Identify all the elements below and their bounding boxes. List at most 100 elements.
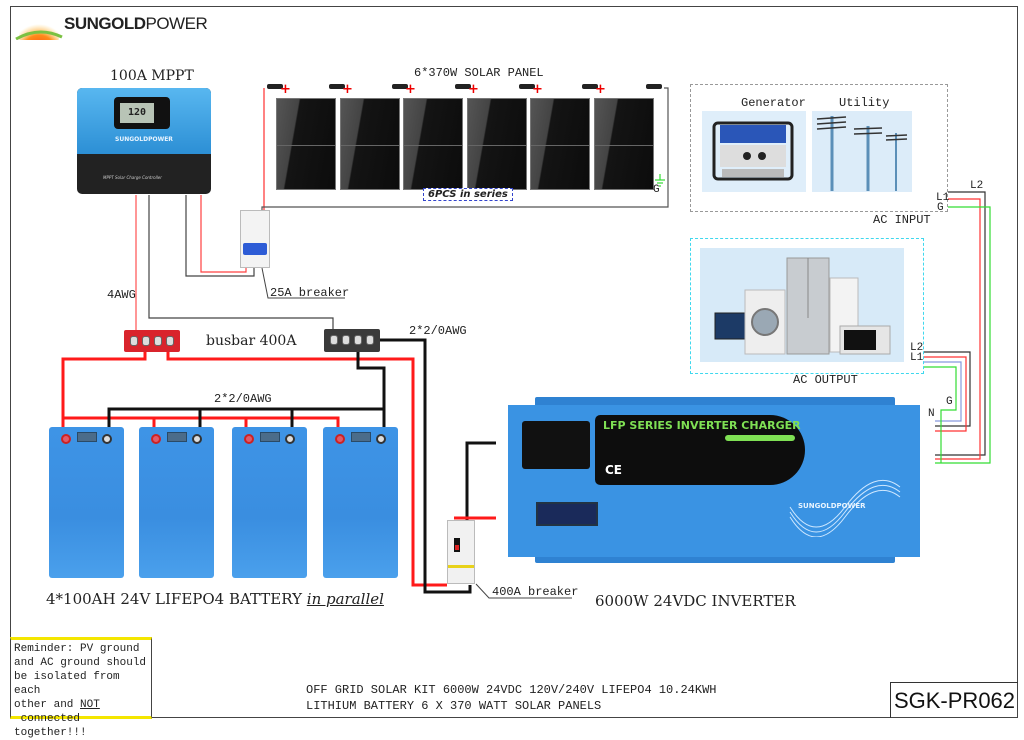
controller-title: 100A MPPT: [110, 68, 194, 84]
lifepo4-battery: [323, 427, 398, 578]
ac-input-l1-label: L1: [936, 192, 950, 204]
series-note: 6PCS in series: [423, 188, 513, 201]
reminder-line: and AC ground should: [14, 657, 147, 669]
ac-output-box: [690, 238, 924, 374]
reminder-emphasis: NOT: [80, 699, 100, 711]
ac-output-l1-wire: [924, 356, 967, 432]
ac-input-g-wire: [935, 206, 991, 464]
home-appliances-icon: [714, 257, 891, 355]
lifepo4-battery: [232, 427, 307, 578]
plus-icon: +: [595, 82, 606, 97]
breaker-switch: [243, 243, 267, 255]
solar-panel: [467, 98, 527, 190]
inverter-lcd: [536, 502, 598, 526]
battery-label-emphasis: in parallel: [306, 590, 384, 608]
footer-line-1: OFF GRID SOLAR KIT 6000W 24VDC 120V/240V…: [306, 683, 717, 697]
ac-input-l2-wire: [935, 191, 986, 456]
inverter-brand: SUNGOLDPOWER: [798, 502, 866, 510]
lifepo4-battery: [139, 427, 214, 578]
reminder-line: be isolated from each: [14, 671, 120, 697]
solar-panel: [403, 98, 463, 190]
breaker-neg-to-inverter: [465, 441, 496, 522]
reminder-note: Reminder: PV ground and AC ground should…: [10, 637, 152, 739]
footer-line-2: LITHIUM BATTERY 6 X 370 WATT SOLAR PANEL…: [306, 699, 602, 713]
reminder-line: Reminder: PV ground: [14, 643, 140, 655]
brand-name-bold: SUNGOLD: [64, 14, 146, 33]
busbar-pos-left: [61, 352, 147, 430]
mc4-connector-icon: [455, 84, 471, 89]
solar-title: 6*370W SOLAR PANEL: [414, 66, 544, 80]
generator-icon: [712, 121, 794, 181]
inverter-g-label: G: [946, 396, 953, 408]
plus-icon: +: [405, 82, 416, 97]
ac-input-box: [690, 84, 948, 212]
solar-panel: [594, 98, 654, 190]
brand-logo: SUNGOLDPOWER: [64, 14, 208, 34]
plus-icon: +: [280, 82, 291, 97]
ac-output-l1-label: L1: [910, 352, 924, 364]
busbar-neg-to-batteries: [356, 352, 386, 440]
ac-output-label: AC OUTPUT: [793, 373, 858, 387]
ac-output-n-wire: [924, 361, 962, 422]
reminder-line: other and NOT connected: [14, 699, 100, 725]
sine-wave-logo-icon: [789, 479, 901, 537]
mc4-connector-icon: [392, 84, 408, 89]
busbar-neg-to-inverter: [380, 338, 472, 594]
controller-subtitle: MPPT Solar Charge Controller: [103, 175, 162, 180]
inverter-label-plate: LFP SERIES INVERTER CHARGER CE: [595, 415, 805, 485]
battery-cable-label: 2*2/0AWG: [214, 392, 272, 406]
solar-panel: [530, 98, 590, 190]
negative-busbar: [324, 329, 380, 352]
lifepo4-battery: [49, 427, 124, 578]
mc4-connector-icon: [519, 84, 535, 89]
battery-breaker: [447, 520, 475, 584]
battery-breaker-label: 400A breaker: [492, 585, 579, 599]
ac-input-l1-wire: [935, 198, 981, 460]
ac-output-l2-label: L2: [910, 342, 924, 354]
battery-label: 4*100AH 24V LIFEPO4 BATTERY in parallel: [46, 590, 384, 608]
utility-image: [812, 111, 912, 192]
brand-name-thin: POWER: [145, 14, 208, 33]
ac-output-g-wire: [924, 366, 957, 463]
mc4-connector-icon: [329, 84, 345, 89]
controller-brand: SUNGOLDPOWER: [115, 136, 173, 143]
footer-description: OFF GRID SOLAR KIT 6000W 24VDC 120V/240V…: [306, 682, 716, 714]
ground-symbol-icon: [655, 174, 665, 187]
generator-image: [702, 111, 806, 192]
pv-negative-wire: [261, 87, 669, 212]
ac-output-l2-wire: [924, 351, 971, 427]
utility-pole-icon: [816, 116, 908, 191]
plus-icon: +: [468, 82, 479, 97]
ac-source-utility-label: Utility: [839, 96, 890, 110]
sun-logo-icon: [15, 16, 63, 40]
ce-mark-icon: CE: [605, 463, 623, 477]
mc4-connector-icon: [267, 84, 283, 89]
pv-breaker: [240, 210, 270, 268]
plus-icon: +: [342, 82, 353, 97]
diagram-frame: [10, 6, 1018, 718]
breaker-switch: [454, 538, 460, 552]
inverter-remote-panel: [522, 421, 590, 469]
controller-display: 120: [114, 97, 170, 129]
inverter-panel-title: LFP SERIES INVERTER CHARGER: [603, 419, 801, 432]
ac-input-g-label: G: [937, 202, 944, 214]
inverter-title: 6000W 24VDC INVERTER: [595, 592, 796, 610]
mc4-connector-icon: [582, 84, 598, 89]
solar-panel: [340, 98, 400, 190]
busbar-cable-label: 2*2/0AWG: [409, 324, 467, 338]
reminder-line: together!!!: [14, 727, 87, 739]
pv-breaker-label: 25A breaker: [270, 286, 350, 300]
inverter-charger: LFP SERIES INVERTER CHARGER CE SUNGOLDPO…: [500, 397, 924, 563]
controller-bat-neg-wire: [148, 195, 334, 330]
controller-display-value: 120: [120, 103, 154, 123]
mc4-connector-icon: [646, 84, 662, 89]
pv-cable-label: 4AWG: [107, 288, 136, 302]
solar-panel: [276, 98, 336, 190]
inverter-n-label: N: [928, 408, 935, 420]
model-code: SGK-PR062: [890, 682, 1018, 718]
pv-ground-label: G: [653, 184, 660, 196]
controller-pv-neg-wire: [185, 195, 255, 277]
busbar-label: busbar 400A: [206, 333, 297, 349]
wiring-diagram: [61, 87, 991, 599]
appliances-image: [700, 248, 904, 362]
